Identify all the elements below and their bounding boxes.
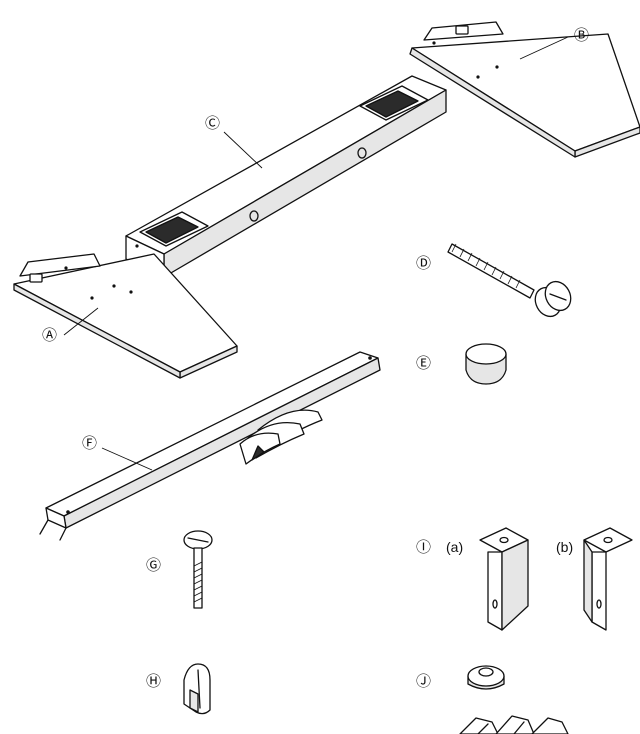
partial-part-bottom [459, 715, 569, 734]
label-part-c: Ⓒ [205, 114, 220, 132]
part-d-bolt [447, 243, 572, 318]
part-j-disc [467, 665, 505, 690]
part-h-clip [183, 663, 211, 715]
part-b-side-panel [409, 21, 640, 158]
label-part-a: Ⓐ [42, 326, 57, 344]
label-part-e: Ⓔ [416, 354, 431, 372]
label-part-b: Ⓑ [574, 26, 589, 44]
label-part-h: Ⓗ [146, 672, 161, 690]
label-part-f: Ⓕ [82, 434, 97, 452]
part-g-short-bolt [183, 530, 213, 609]
part-f-pedal-bar [39, 351, 381, 541]
part-c-rail [125, 75, 447, 278]
label-part-g: Ⓖ [146, 556, 161, 574]
label-part-j: Ⓙ [416, 672, 431, 690]
label-part-i-variant-b: (b) [556, 539, 573, 555]
part-e-cap [465, 343, 507, 385]
part-i-bracket-a [479, 527, 529, 631]
label-part-i: Ⓘ [416, 538, 431, 556]
label-part-d: Ⓓ [416, 254, 431, 272]
part-i-bracket-b [583, 527, 633, 631]
label-part-i-variant-a: (a) [446, 539, 463, 555]
part-a-side-panel [13, 253, 238, 379]
